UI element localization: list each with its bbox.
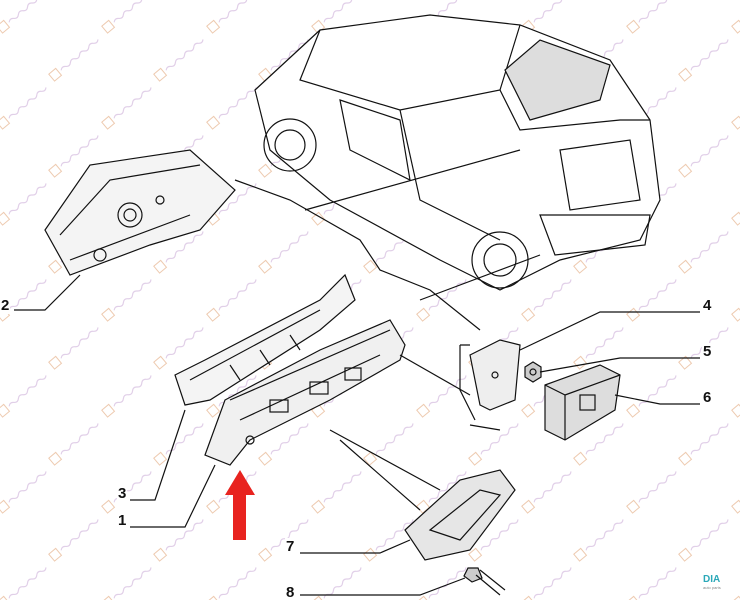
watermark-mark [48, 519, 99, 562]
watermark-mark [258, 423, 309, 466]
watermark-mark [101, 87, 152, 130]
watermark-mark [731, 115, 740, 130]
watermark-mark [678, 231, 729, 274]
watermark-mark [678, 135, 729, 178]
watermark-mark [48, 327, 99, 370]
callout-3: 3 [117, 485, 128, 502]
watermark-mark [48, 423, 99, 466]
watermark-mark [678, 519, 729, 562]
watermark-mark [0, 87, 47, 130]
part-6-module [544, 364, 621, 441]
watermark-mark [678, 39, 729, 82]
watermark-mark [153, 519, 204, 562]
watermark-mark [258, 231, 309, 274]
watermark-mark [731, 307, 740, 322]
watermark-mark [153, 39, 204, 82]
callout-2: 2 [0, 297, 11, 314]
watermark-mark [311, 471, 362, 514]
watermark-mark [731, 19, 740, 34]
watermark-mark [0, 0, 47, 34]
watermark-mark [153, 423, 204, 466]
watermark-mark [0, 375, 47, 418]
watermark-mark [521, 279, 572, 322]
red-pointer-arrow [225, 470, 255, 540]
watermark-mark [468, 423, 519, 466]
watermark-mark [101, 375, 152, 418]
callout-8: 8 [285, 584, 296, 600]
part-5-nut [524, 361, 542, 383]
watermark-mark [363, 423, 414, 466]
watermark-mark [678, 423, 729, 466]
watermark-mark [48, 135, 99, 178]
part-7-tray [404, 469, 516, 561]
watermark-mark [521, 471, 572, 514]
watermark-mark [206, 279, 257, 322]
watermark-mark [0, 471, 47, 514]
watermark-mark [416, 279, 467, 322]
watermark-mark [101, 279, 152, 322]
watermark-mark [626, 0, 677, 34]
part-2-rear-floor-pan [44, 149, 236, 276]
watermark-mark [206, 87, 257, 130]
watermark-mark [731, 211, 740, 226]
part-8-bolt [463, 567, 506, 596]
watermark-mark [153, 231, 204, 274]
watermark-mark [626, 375, 677, 418]
watermark-mark [48, 39, 99, 82]
watermark-mark [101, 0, 152, 34]
watermark-mark [206, 0, 257, 34]
watermark-mark [678, 327, 729, 370]
part-3-inner-crossmember [174, 273, 356, 406]
watermark-mark [258, 519, 309, 562]
watermark-mark [363, 519, 414, 562]
car-illustration [254, 14, 661, 291]
callout-4: 4 [702, 297, 713, 314]
callout-1: 1 [117, 512, 128, 529]
watermark-mark [416, 375, 467, 418]
watermark-mark [731, 499, 740, 514]
part-1-rear-panel [204, 319, 406, 466]
callout-6: 6 [702, 389, 713, 406]
logo-text: DIA [703, 574, 721, 585]
watermark-mark [153, 327, 204, 370]
watermark-mark [0, 183, 47, 226]
watermark-mark [573, 519, 624, 562]
logo-subtext: auto parts [703, 585, 721, 590]
watermark-mark [731, 403, 740, 418]
watermark-mark [468, 519, 519, 562]
watermark-mark [731, 595, 740, 600]
part-4-bracket [469, 339, 521, 411]
watermark-mark [573, 423, 624, 466]
callout-5: 5 [702, 343, 713, 360]
callout-7: 7 [285, 538, 296, 555]
watermark-mark [626, 471, 677, 514]
